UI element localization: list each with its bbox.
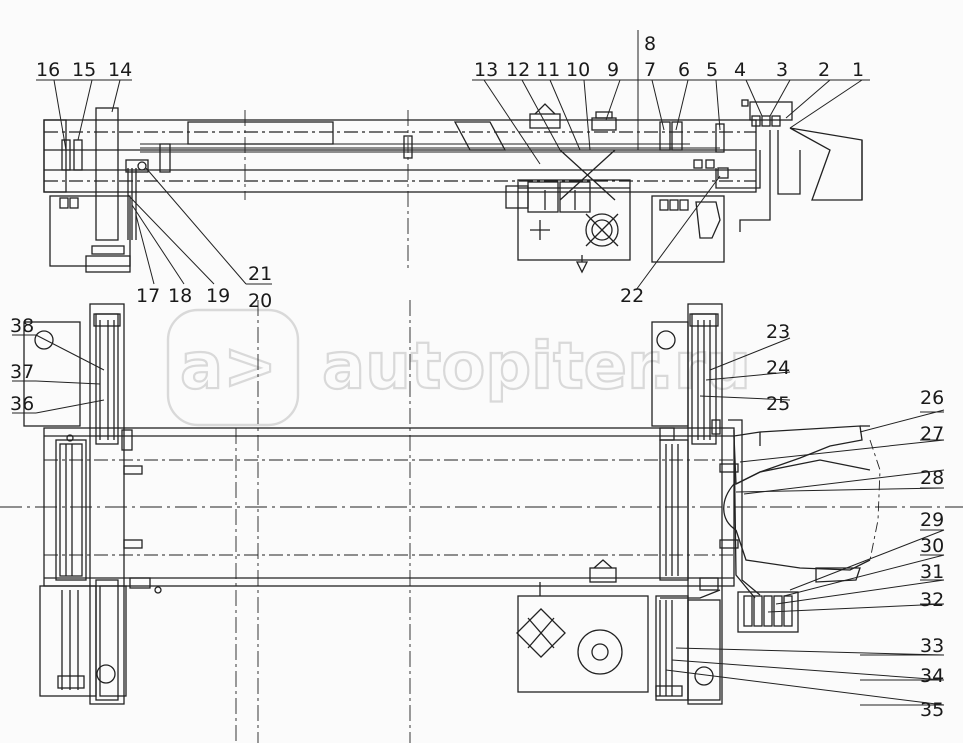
callout-2: 2 bbox=[818, 59, 830, 81]
callout-17: 17 bbox=[136, 285, 160, 307]
callout-7: 7 bbox=[644, 59, 656, 81]
callout-15: 15 bbox=[72, 59, 96, 81]
right-rear-pad bbox=[687, 599, 721, 701]
callout-labels: 1 2 3 4 5 6 7 8 9 10 11 12 13 14 15 16 1… bbox=[10, 33, 944, 721]
callout-3: 3 bbox=[776, 59, 788, 81]
callout-35: 35 bbox=[920, 699, 944, 721]
callout-38: 38 bbox=[10, 315, 34, 337]
front-outrigger-beam bbox=[89, 303, 125, 705]
right-outrigger-box bbox=[651, 195, 725, 263]
callout-8: 8 bbox=[644, 33, 656, 55]
control-valve-bank bbox=[737, 591, 799, 633]
pump-plan bbox=[577, 629, 623, 675]
callout-6: 6 bbox=[678, 59, 690, 81]
callout-24: 24 bbox=[766, 357, 790, 379]
left-front-pad bbox=[23, 321, 81, 427]
callout-23: 23 bbox=[766, 321, 790, 343]
callout-11: 11 bbox=[536, 59, 560, 81]
callout-4: 4 bbox=[734, 59, 746, 81]
hydraulic-cylinder bbox=[187, 121, 334, 145]
watermark-text: autopiter.ru bbox=[322, 330, 751, 404]
left-rear-pad bbox=[39, 585, 97, 697]
callout-31: 31 bbox=[920, 561, 944, 583]
callout-12: 12 bbox=[506, 59, 530, 81]
hydraulic-tank-plan bbox=[517, 595, 649, 693]
callout-32: 32 bbox=[920, 589, 944, 611]
callout-20: 20 bbox=[248, 290, 272, 312]
callout-21: 21 bbox=[248, 263, 272, 285]
filler-cap bbox=[529, 113, 561, 129]
callout-37: 37 bbox=[10, 361, 34, 383]
callout-14: 14 bbox=[108, 59, 132, 81]
callout-9: 9 bbox=[607, 59, 619, 81]
left-outrigger-box bbox=[49, 195, 131, 267]
control-valve-block bbox=[749, 101, 793, 121]
watermark-logo: a> bbox=[180, 330, 277, 404]
callout-5: 5 bbox=[706, 59, 718, 81]
callout-30: 30 bbox=[920, 535, 944, 557]
callout-29: 29 bbox=[920, 509, 944, 531]
pump-flange bbox=[585, 213, 619, 247]
watermark: a> autopiter.ru bbox=[166, 308, 752, 427]
callout-1: 1 bbox=[852, 59, 864, 81]
callout-16: 16 bbox=[36, 59, 60, 81]
callout-18: 18 bbox=[168, 285, 192, 307]
callout-25: 25 bbox=[766, 393, 790, 415]
callout-26: 26 bbox=[920, 387, 944, 409]
callout-13: 13 bbox=[474, 59, 498, 81]
side-elevation-view bbox=[43, 99, 863, 274]
left-jack-foot bbox=[85, 255, 131, 273]
left-outrigger-post bbox=[95, 107, 119, 241]
callout-28: 28 bbox=[920, 467, 944, 489]
callout-10: 10 bbox=[566, 59, 590, 81]
callout-33: 33 bbox=[920, 635, 944, 657]
callout-34: 34 bbox=[920, 665, 944, 687]
hydraulic-tank bbox=[517, 179, 631, 261]
callout-36: 36 bbox=[10, 393, 34, 415]
callout-19: 19 bbox=[206, 285, 230, 307]
leader-lines bbox=[12, 30, 945, 706]
watermark-logo-frame bbox=[166, 308, 300, 427]
cab-section bbox=[789, 127, 863, 201]
plan-view bbox=[0, 300, 963, 743]
filler-cap-plan bbox=[589, 567, 617, 583]
callout-27: 27 bbox=[920, 423, 944, 445]
callout-22: 22 bbox=[620, 285, 644, 307]
right-front-pad bbox=[651, 321, 689, 427]
